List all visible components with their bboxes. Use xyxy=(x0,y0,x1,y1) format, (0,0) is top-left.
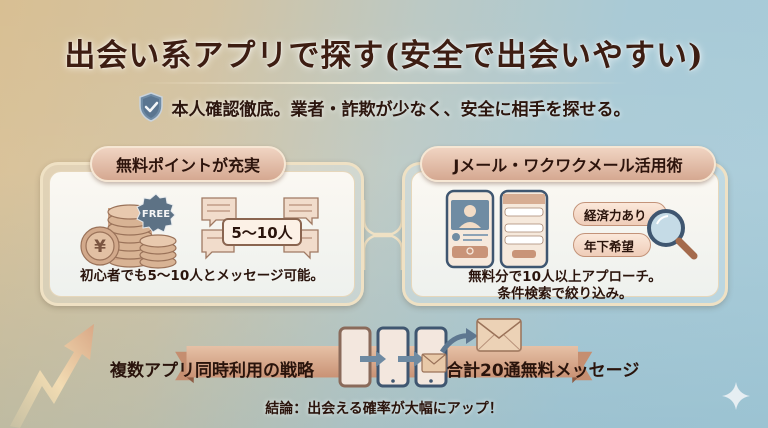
page-title: 出会い系アプリで探す(安全で出会いやすい) xyxy=(64,38,704,74)
bubble-count-label: 5〜10人 xyxy=(222,218,302,246)
subtitle-row: 本人確認徹底。業者・詐欺が少なく、安全に相手を探せる。 xyxy=(0,92,768,122)
subtitle-text: 本人確認徹底。業者・詐欺が少なく、安全に相手を探せる。 xyxy=(171,99,631,120)
free-badge-icon: FREE xyxy=(136,193,176,233)
conclusion-text: 結論：出会える確率が大幅にアップ！ xyxy=(265,401,503,417)
phone-search-icon xyxy=(499,189,549,269)
free-points-caption: 初心者でも5〜10人とメッセージ可能。 xyxy=(80,268,324,284)
sparkle-icon xyxy=(722,382,750,410)
strategy-right-label: 合計20通無料メッセージ xyxy=(446,361,640,381)
free-points-heading: 無料ポイントが充実 xyxy=(90,146,286,182)
phones-flow-icon xyxy=(338,326,478,388)
svg-text:¥: ¥ xyxy=(94,237,106,257)
filter-tag-younger: 年下希望 xyxy=(573,233,651,257)
phone-profile-icon xyxy=(445,189,495,269)
magnifier-icon xyxy=(647,209,698,260)
envelope-icon xyxy=(476,318,522,352)
growth-arrow-icon xyxy=(10,324,94,428)
jmail-caption: 無料分で10人以上アプローチ。 条件検索で絞り込み。 xyxy=(402,269,728,303)
title-divider xyxy=(140,82,628,84)
jmail-caption-line2: 条件検索で絞り込み。 xyxy=(497,286,633,302)
panel-connector xyxy=(362,200,404,270)
shield-check-icon xyxy=(138,92,164,122)
svg-text:FREE: FREE xyxy=(142,209,170,220)
strategy-left-label: 複数アプリ同時利用の戦略 xyxy=(110,361,314,381)
jmail-wakuwaku-heading: Jメール・ワクワクメール活用術 xyxy=(420,146,716,182)
jmail-caption-line1: 無料分で10人以上アプローチ。 xyxy=(468,269,662,285)
